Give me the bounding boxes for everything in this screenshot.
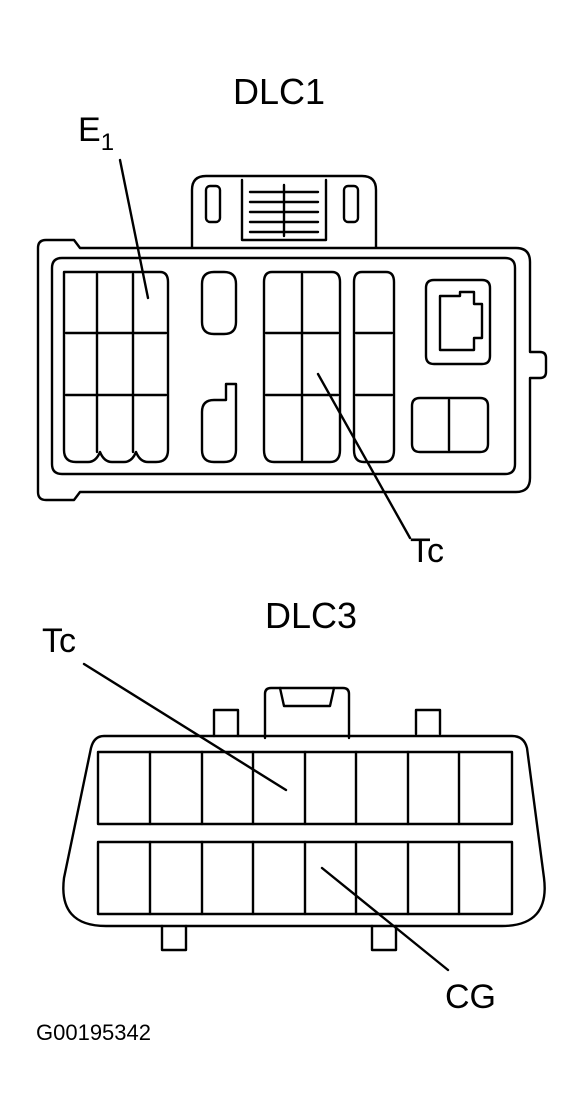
e1-label-main: E: [78, 111, 101, 149]
dlc1-center-pin-block: [262, 270, 342, 464]
dlc1-bottom-right-pins: [410, 396, 490, 454]
dlc3-tab-bottom-left: [160, 924, 188, 952]
dlc1-pin-lower-small: [200, 382, 238, 464]
dlc1-left-pin-block: [62, 270, 170, 464]
dlc1-outer-body: [36, 238, 548, 502]
dlc1-right-pin-column: [352, 270, 396, 464]
dlc3-key-notch: [278, 686, 336, 708]
dlc3-tab-bottom-right: [370, 924, 398, 952]
e1-label-subscript: 1: [100, 129, 115, 156]
dlc3-top-key: [263, 686, 351, 740]
dlc3-tc-leader-line: [82, 662, 288, 792]
dlc1-title: DLC1: [233, 71, 326, 112]
cg-leader-line: [320, 866, 450, 972]
dlc1-latch-slot-right: [342, 184, 360, 224]
dlc1-pin-upper-small: [200, 270, 238, 336]
dlc1-latch-slot-left: [204, 184, 222, 224]
dlc3-tab-top-left: [212, 708, 240, 738]
dlc1-tc-pin-label: Tc: [410, 532, 444, 570]
dlc1-key-socket: [424, 278, 492, 366]
e1-leader-line: [118, 158, 150, 300]
dlc1-inner-body: [50, 256, 517, 476]
dlc3-tab-top-right: [414, 708, 442, 736]
dlc1-latch-center: [240, 178, 328, 242]
dlc1-connector: [36, 158, 548, 540]
dlc3-pin-dividers: [148, 750, 461, 916]
e1-pin-label: E1: [78, 111, 114, 155]
dlc1-top-latch: [190, 174, 378, 249]
dlc3-tc-pin-label: Tc: [42, 622, 76, 660]
dlc3-title: DLC3: [265, 595, 358, 636]
figure-code: G00195342: [36, 1020, 151, 1045]
dlc3-outer-body: [62, 734, 546, 928]
dlc1-tc-leader-line: [316, 372, 412, 540]
dlc3-cg-pin-label: CG: [445, 978, 496, 1016]
dlc3-connector: [62, 662, 546, 972]
